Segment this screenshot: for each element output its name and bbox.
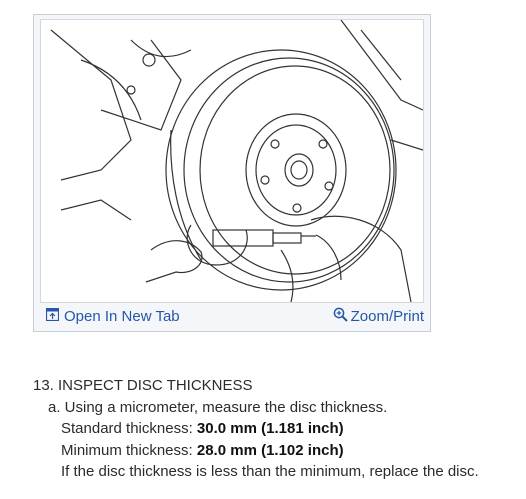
open-in-new-tab-icon <box>45 307 60 325</box>
zoom-print-link[interactable]: Zoom/Print <box>333 307 424 326</box>
replacement-note: If the disc thickness is less than the m… <box>61 463 479 480</box>
substep-text: a. Using a micrometer, measure the disc … <box>48 398 388 416</box>
minimum-thickness-label: Minimum thickness: <box>61 441 197 459</box>
procedure-text: 13. INSPECT DISC THICKNESS a. Using a mi… <box>33 375 523 483</box>
brake-disc-illustration <box>40 19 424 303</box>
minimum-thickness: Minimum thickness: 28.0 mm (1.102 inch) <box>33 440 523 462</box>
standard-thickness: Standard thickness: 30.0 mm (1.181 inch) <box>33 418 523 440</box>
figure-frame: Open In New Tab Zoom/Print <box>33 14 431 332</box>
minimum-thickness-value: 28.0 mm (1.102 inch) <box>196 441 344 459</box>
brake-disc-drawing <box>50 20 423 302</box>
step-title: 13. INSPECT DISC THICKNESS <box>33 377 253 394</box>
standard-thickness-value: 30.0 mm (1.181 inch) <box>196 420 344 437</box>
figure-toolbar: Open In New Tab Zoom/Print <box>34 303 430 331</box>
zoom-print-label: Zoom/Print <box>350 308 424 325</box>
open-in-new-tab-label: Open In New Tab <box>64 308 180 325</box>
standard-thickness-label: Standard thickness: <box>61 420 197 437</box>
open-in-new-tab-link[interactable]: Open In New Tab <box>45 307 180 325</box>
magnifier-zoom-icon <box>333 307 348 326</box>
